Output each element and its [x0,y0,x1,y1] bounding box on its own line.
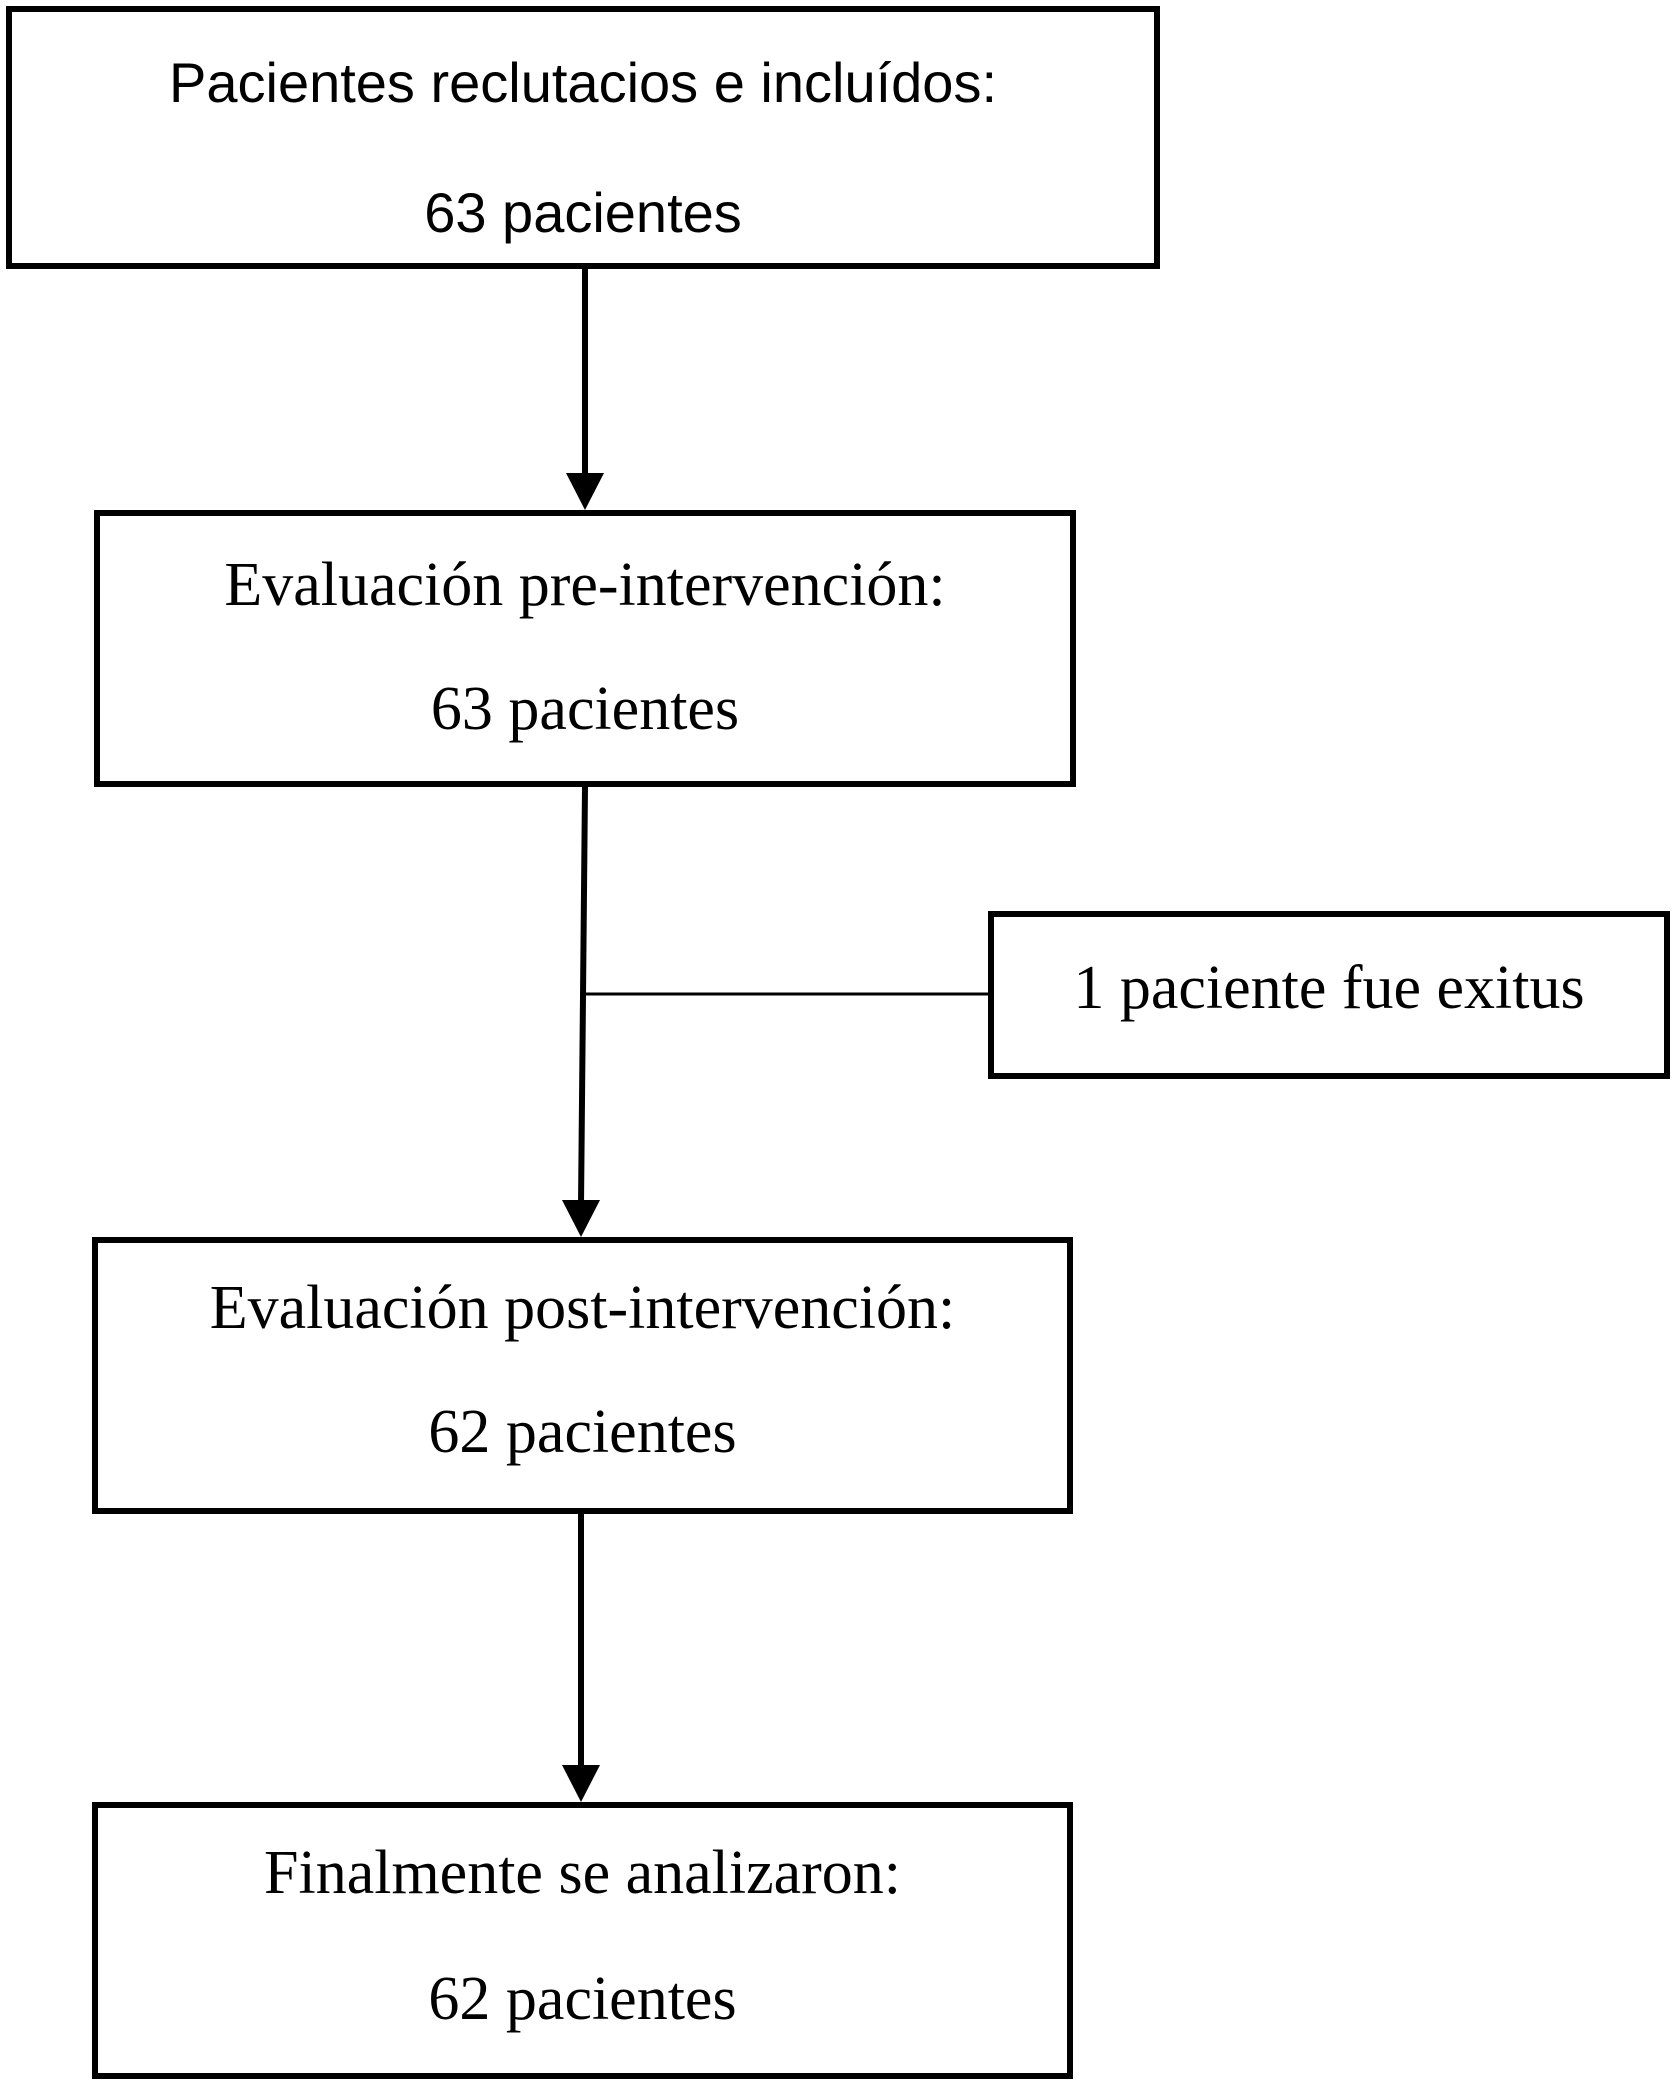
step-post-intervention-count: 62 pacientes [428,1398,737,1466]
step-recruited-title: Pacientes reclutacios e incluídos: [169,51,997,114]
step-post-intervention-title: Evaluación post-intervención: [209,1274,956,1342]
step-pre-intervention-count: 63 pacientes [430,675,740,743]
step-pre-intervention-box: Evaluación pre-intervención: 63 paciente… [94,510,1076,787]
arrow-step2-to-step3 [562,786,600,1237]
step-analyzed-count: 62 pacientes [428,1965,737,2033]
step-post-intervention-box: Evaluación post-intervención: 62 pacient… [92,1237,1073,1514]
exclusion-box: 1 paciente fue exitus [988,911,1670,1079]
step-pre-intervention-title: Evaluación pre-intervención: [224,551,946,619]
arrow-step3-to-step4 [562,1514,600,1802]
exclusion-text: 1 paciente fue exitus [1073,954,1585,1022]
step-analyzed-title: Finalmente se analizaron: [264,1839,901,1907]
arrow-step1-to-step2 [566,269,604,510]
step-recruited-box: Pacientes reclutacios e incluídos: 63 pa… [6,6,1160,269]
step-recruited-count: 63 pacientes [424,181,742,244]
step-analyzed-box: Finalmente se analizaron: 62 pacientes [92,1802,1073,2079]
